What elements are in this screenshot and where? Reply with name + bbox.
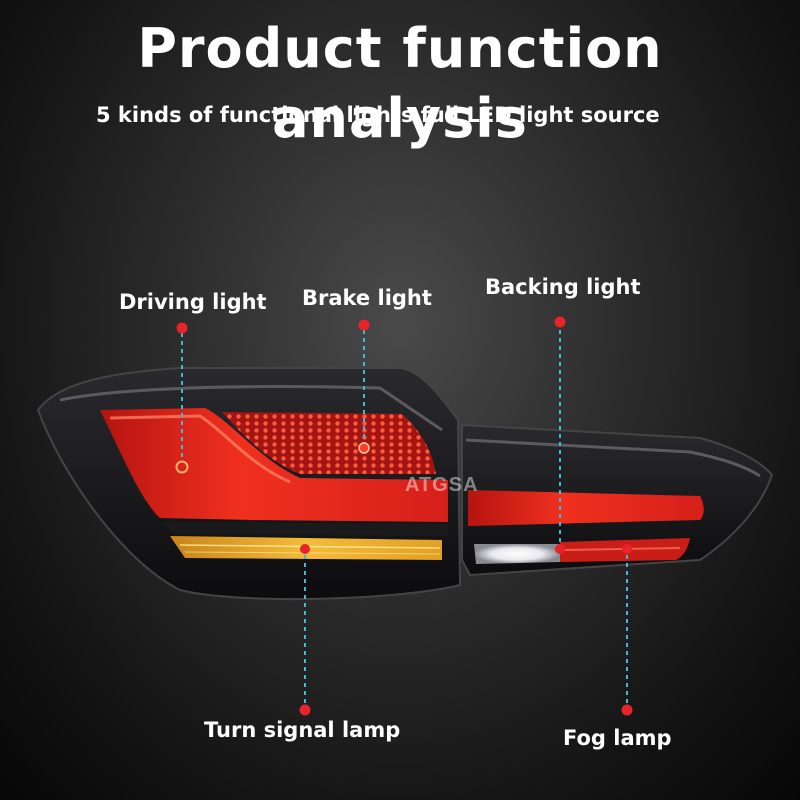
marker-fog-bottom	[621, 704, 633, 716]
page-title: Product function analysis	[137, 17, 663, 150]
callout-backing-light: Backing light	[485, 275, 641, 299]
right-red-lens	[468, 490, 704, 526]
callout-brake-light: Brake light	[302, 286, 432, 310]
marker-turn-top	[300, 544, 310, 554]
marker-driving-top	[176, 322, 188, 334]
page-subtitle: 5 kinds of functional lights full LED li…	[96, 103, 660, 127]
marker-fog-top	[622, 544, 632, 554]
marker-backing-bottom	[555, 544, 565, 554]
watermark-text: ATGSA	[405, 474, 479, 496]
marker-backing-top	[554, 316, 566, 328]
driving-light-lens	[100, 408, 448, 522]
marker-driving-bottom	[175, 460, 189, 474]
callout-fog-lamp: Fog lamp	[563, 726, 672, 750]
callout-turn-signal-lamp: Turn signal lamp	[204, 718, 401, 742]
marker-brake-top	[358, 319, 370, 331]
callout-driving-light: Driving light	[119, 290, 267, 314]
marker-brake-bottom	[358, 442, 370, 454]
marker-turn-bottom	[299, 704, 311, 716]
callout-markers	[175, 316, 633, 716]
backing-light-lens	[474, 544, 560, 564]
brake-light-lens	[222, 412, 436, 474]
leader-lines	[181, 330, 628, 707]
